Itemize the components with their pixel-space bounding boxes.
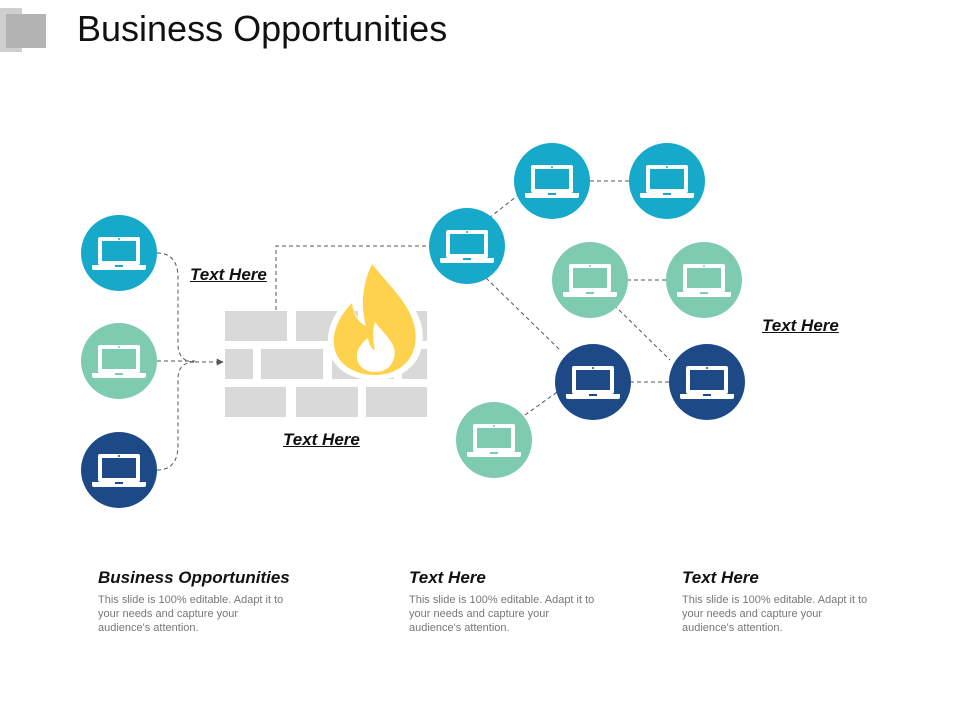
laptop-node (552, 242, 628, 318)
laptop-icon (92, 454, 146, 487)
laptop-node (81, 432, 157, 508)
laptop-node (81, 323, 157, 399)
text-column: Text Here This slide is 100% editable. A… (682, 568, 882, 635)
laptop-icon (640, 165, 694, 198)
flame-icon (327, 258, 423, 380)
diagram-label-center-bottom: Text Here (283, 430, 360, 449)
column-heading: Text Here (682, 568, 759, 587)
column-body: This slide is 100% editable. Adapt it to… (98, 594, 284, 634)
diagram-label-right: Text Here (762, 316, 839, 335)
laptop-icon (566, 366, 620, 399)
laptop-icon (92, 345, 146, 378)
laptop-node (81, 215, 157, 291)
connector-lines (156, 180, 671, 471)
column-body: This slide is 100% editable. Adapt it to… (682, 594, 868, 634)
diagram-label-top-left: Text Here (190, 265, 267, 284)
text-column: Business Opportunities This slide is 100… (98, 568, 298, 635)
laptop-icon (467, 424, 521, 457)
laptop-node (666, 242, 742, 318)
laptop-icon (92, 237, 146, 270)
laptop-icon (680, 366, 734, 399)
text-column: Text Here This slide is 100% editable. A… (409, 568, 609, 635)
corner-decoration (0, 8, 46, 52)
laptop-icon (677, 264, 731, 297)
laptop-node (629, 143, 705, 219)
column-heading: Text Here (409, 568, 486, 587)
laptop-icon (440, 230, 494, 263)
laptop-node (429, 208, 505, 284)
column-heading: Business Opportunities (98, 568, 290, 587)
laptop-node (669, 344, 745, 420)
column-body: This slide is 100% editable. Adapt it to… (409, 594, 595, 634)
laptop-icon (525, 165, 579, 198)
laptop-node (456, 402, 532, 478)
laptop-icon (563, 264, 617, 297)
page-title: Business Opportunities (77, 8, 448, 49)
laptop-node (555, 344, 631, 420)
laptop-node (514, 143, 590, 219)
